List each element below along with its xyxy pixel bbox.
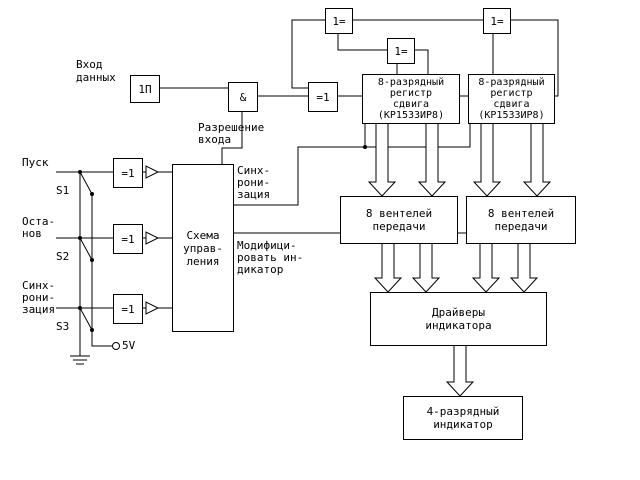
shift-register-2: 8-разрядный регистр сдвига (КР1533ИР8) — [468, 74, 555, 124]
bus-arrow-icon — [471, 241, 501, 293]
bus-arrow-icon — [367, 121, 397, 197]
edge-icon — [145, 231, 160, 245]
edge-trigger-icons — [145, 165, 160, 315]
xor-switch-2: =1 — [113, 224, 143, 254]
shift-register-1: 8-разрядный регистр сдвига (КР1533ИР8) — [362, 74, 460, 124]
xor-switch-1: =1 — [113, 158, 143, 188]
bus-arrow-icon — [411, 241, 441, 293]
switch-s1-label: S1 — [56, 184, 70, 197]
start-label: Пуск — [22, 156, 49, 169]
ground-symbol — [70, 355, 90, 365]
modify-indicator-label: Модифици- ровать ин- дикатор — [237, 239, 304, 276]
transfer-gates-1: 8 вентелей передачи — [340, 196, 458, 244]
xor-input-gate: =1 — [308, 82, 338, 112]
transfer-gates-2: 8 вентелей передачи — [466, 196, 576, 244]
xor-switch-3: =1 — [113, 294, 143, 324]
indicator-drivers-block: Драйверы индикатора — [370, 292, 547, 346]
xor-feedback-topleft: 1= — [325, 8, 353, 34]
stop-label: Оста- нов — [22, 215, 56, 240]
edge-icon — [145, 165, 160, 179]
switch-s2-label: S2 — [56, 250, 70, 263]
sync-label-mid: Синх- рони- зация — [237, 164, 271, 201]
bus-arrow-icon — [509, 241, 539, 293]
bus-arrow-icon — [445, 343, 475, 397]
junction-dots — [78, 145, 367, 332]
power-terminal — [112, 342, 120, 350]
bus-arrow-icon — [472, 121, 502, 197]
switch-s3-label: S3 — [56, 320, 70, 333]
bus-arrows — [367, 121, 552, 397]
bus-arrow-icon — [522, 121, 552, 197]
bus-arrow-icon — [417, 121, 447, 197]
xor-feedback-topright: 1= — [483, 8, 511, 34]
bus-arrow-icon — [373, 241, 403, 293]
sync-label-left: Синх- рони- зация — [22, 279, 56, 316]
data-input-label: Вход данных — [76, 58, 116, 84]
control-circuit-block: Схема управ- ления — [172, 164, 234, 332]
edge-icon — [145, 301, 160, 315]
input-enable-label: Разрешение входа — [198, 121, 265, 146]
indicator-block: 4-разрядный индикатор — [403, 396, 523, 440]
pulse-shaper-block: 1П — [130, 75, 160, 103]
xor-feedback-mid: 1= — [387, 38, 415, 64]
and-gate: & — [228, 82, 258, 112]
power-5v-label: 5V — [122, 339, 136, 352]
